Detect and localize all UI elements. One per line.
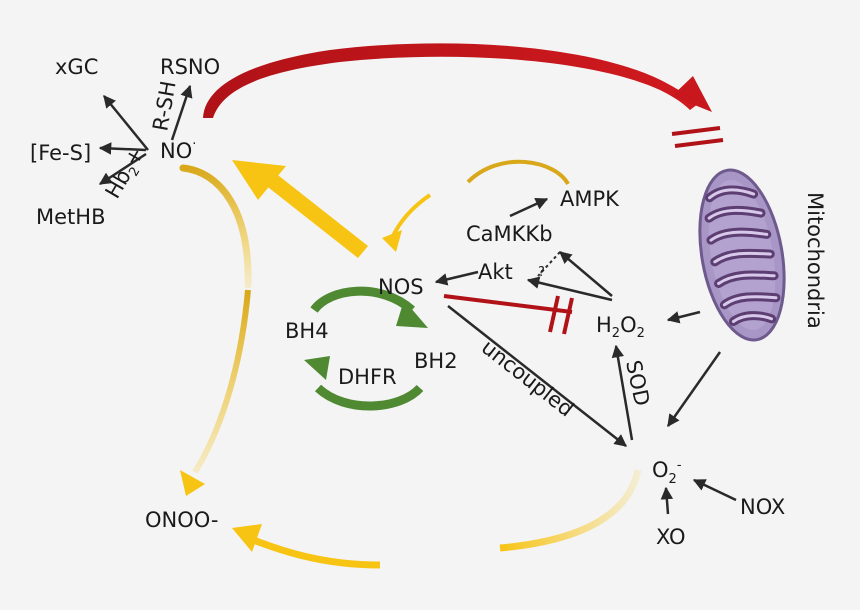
nos-label: NOS bbox=[378, 275, 424, 299]
bh2-label: BH2 bbox=[414, 349, 458, 373]
feedback-to-nos-curve bbox=[390, 193, 432, 239]
mitochondrion-icon bbox=[698, 168, 786, 342]
no-to-mitochondria-arrow bbox=[203, 43, 712, 118]
question-label: ? bbox=[538, 265, 545, 280]
uncoupled-label: uncoupled bbox=[477, 335, 578, 421]
xo-label: XO bbox=[656, 525, 686, 549]
no-to-onoo-curve bbox=[192, 289, 251, 474]
no-target-arrows bbox=[98, 84, 193, 186]
o2-label: O2- bbox=[652, 458, 682, 487]
dhfr-label: DHFR bbox=[338, 365, 397, 389]
o2-up-curve bbox=[499, 469, 642, 552]
o2-to-onoo-curve bbox=[246, 534, 381, 569]
nos-inhibit-h2o2 bbox=[443, 294, 574, 335]
xgc-label: xGC bbox=[55, 55, 98, 79]
no-label: NO· bbox=[160, 137, 196, 163]
no-down-curve bbox=[179, 164, 252, 289]
fes-label: [Fe-S] bbox=[30, 141, 91, 165]
rsno-label: RSNO bbox=[160, 55, 220, 79]
ampk-feedback-curve bbox=[466, 159, 570, 186]
onoo-label: ONOO- bbox=[145, 508, 218, 532]
feedback-arrowhead bbox=[382, 230, 402, 252]
methb-label: MetHB bbox=[36, 205, 105, 229]
nos-to-no-arrow bbox=[232, 160, 368, 258]
pathway-arrows bbox=[434, 197, 737, 515]
bh4-bh2-cycle bbox=[304, 286, 428, 411]
bh4-label: BH4 bbox=[285, 319, 329, 343]
camkkb-label: CaMKKb bbox=[466, 222, 553, 246]
ampk-label: AMPK bbox=[560, 187, 620, 211]
akt-label: Akt bbox=[478, 260, 513, 284]
mitochondria-inhibit-bar bbox=[671, 126, 724, 148]
nox-label: NOX bbox=[740, 495, 785, 519]
hb-label: Hb2+ bbox=[101, 143, 153, 205]
h2o2-label: H2O2 bbox=[596, 313, 645, 341]
o2-to-onoo-arrowhead bbox=[232, 524, 262, 552]
mitochondria-label: Mitochondria bbox=[803, 192, 827, 329]
no-to-onoo-arrowhead bbox=[180, 470, 205, 496]
